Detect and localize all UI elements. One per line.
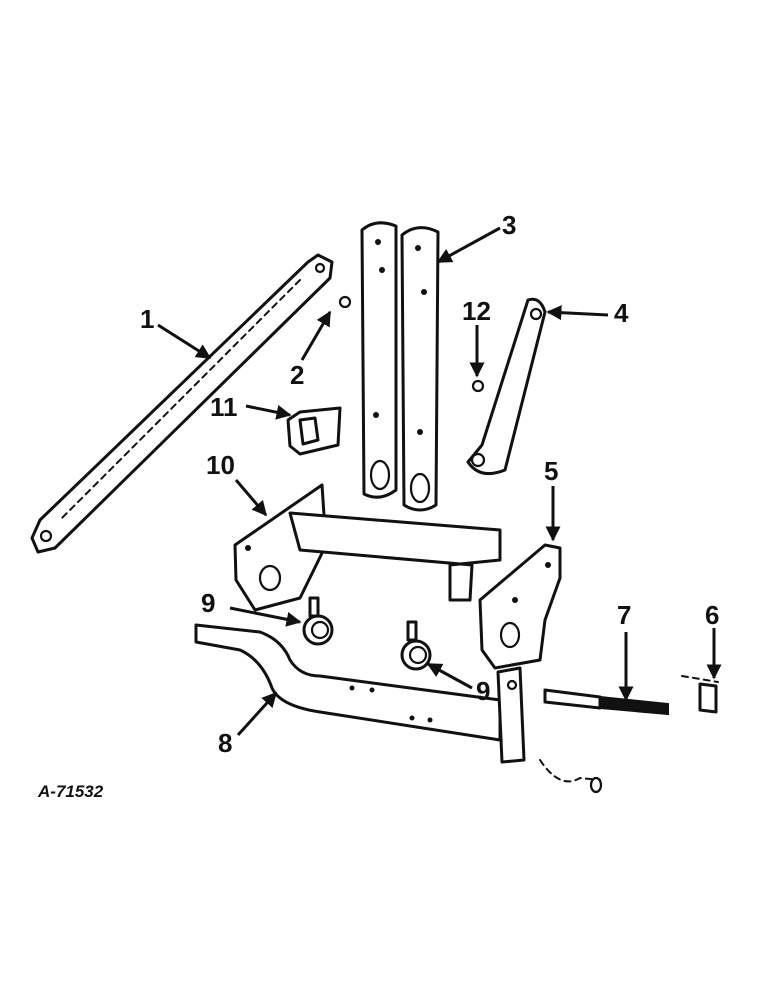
callout-8: 8: [218, 728, 232, 758]
lower-link-arm: [30, 253, 334, 554]
link-pin: [471, 379, 485, 393]
callout-10: 10: [206, 450, 235, 480]
cotter-pin: [681, 675, 719, 714]
callout-1: 1: [140, 304, 154, 334]
drawbar: [194, 623, 502, 742]
pin: [338, 295, 352, 309]
clevis-bracket: [286, 406, 342, 456]
clamp-left: [302, 596, 334, 646]
callout-9-left: 9: [201, 588, 215, 618]
callout-5: 5: [544, 456, 558, 486]
callout-9-right: 9: [476, 676, 490, 706]
bolt: [543, 688, 669, 716]
callout-2: 2: [290, 360, 304, 390]
callout-4: 4: [614, 298, 629, 328]
upright-plates: [360, 221, 440, 512]
leader-lines: [157, 226, 722, 737]
callout-3: 3: [502, 210, 516, 240]
upper-link: [466, 297, 547, 476]
callout-11: 11: [210, 392, 238, 422]
hitch-frame: [233, 483, 562, 670]
callout-7: 7: [617, 600, 631, 630]
callout-12: 12: [462, 296, 491, 326]
figure-reference: A-71532: [37, 782, 104, 801]
callout-6: 6: [705, 600, 719, 630]
clamp-right: [400, 620, 432, 671]
drawbar-bracket: [496, 666, 603, 794]
